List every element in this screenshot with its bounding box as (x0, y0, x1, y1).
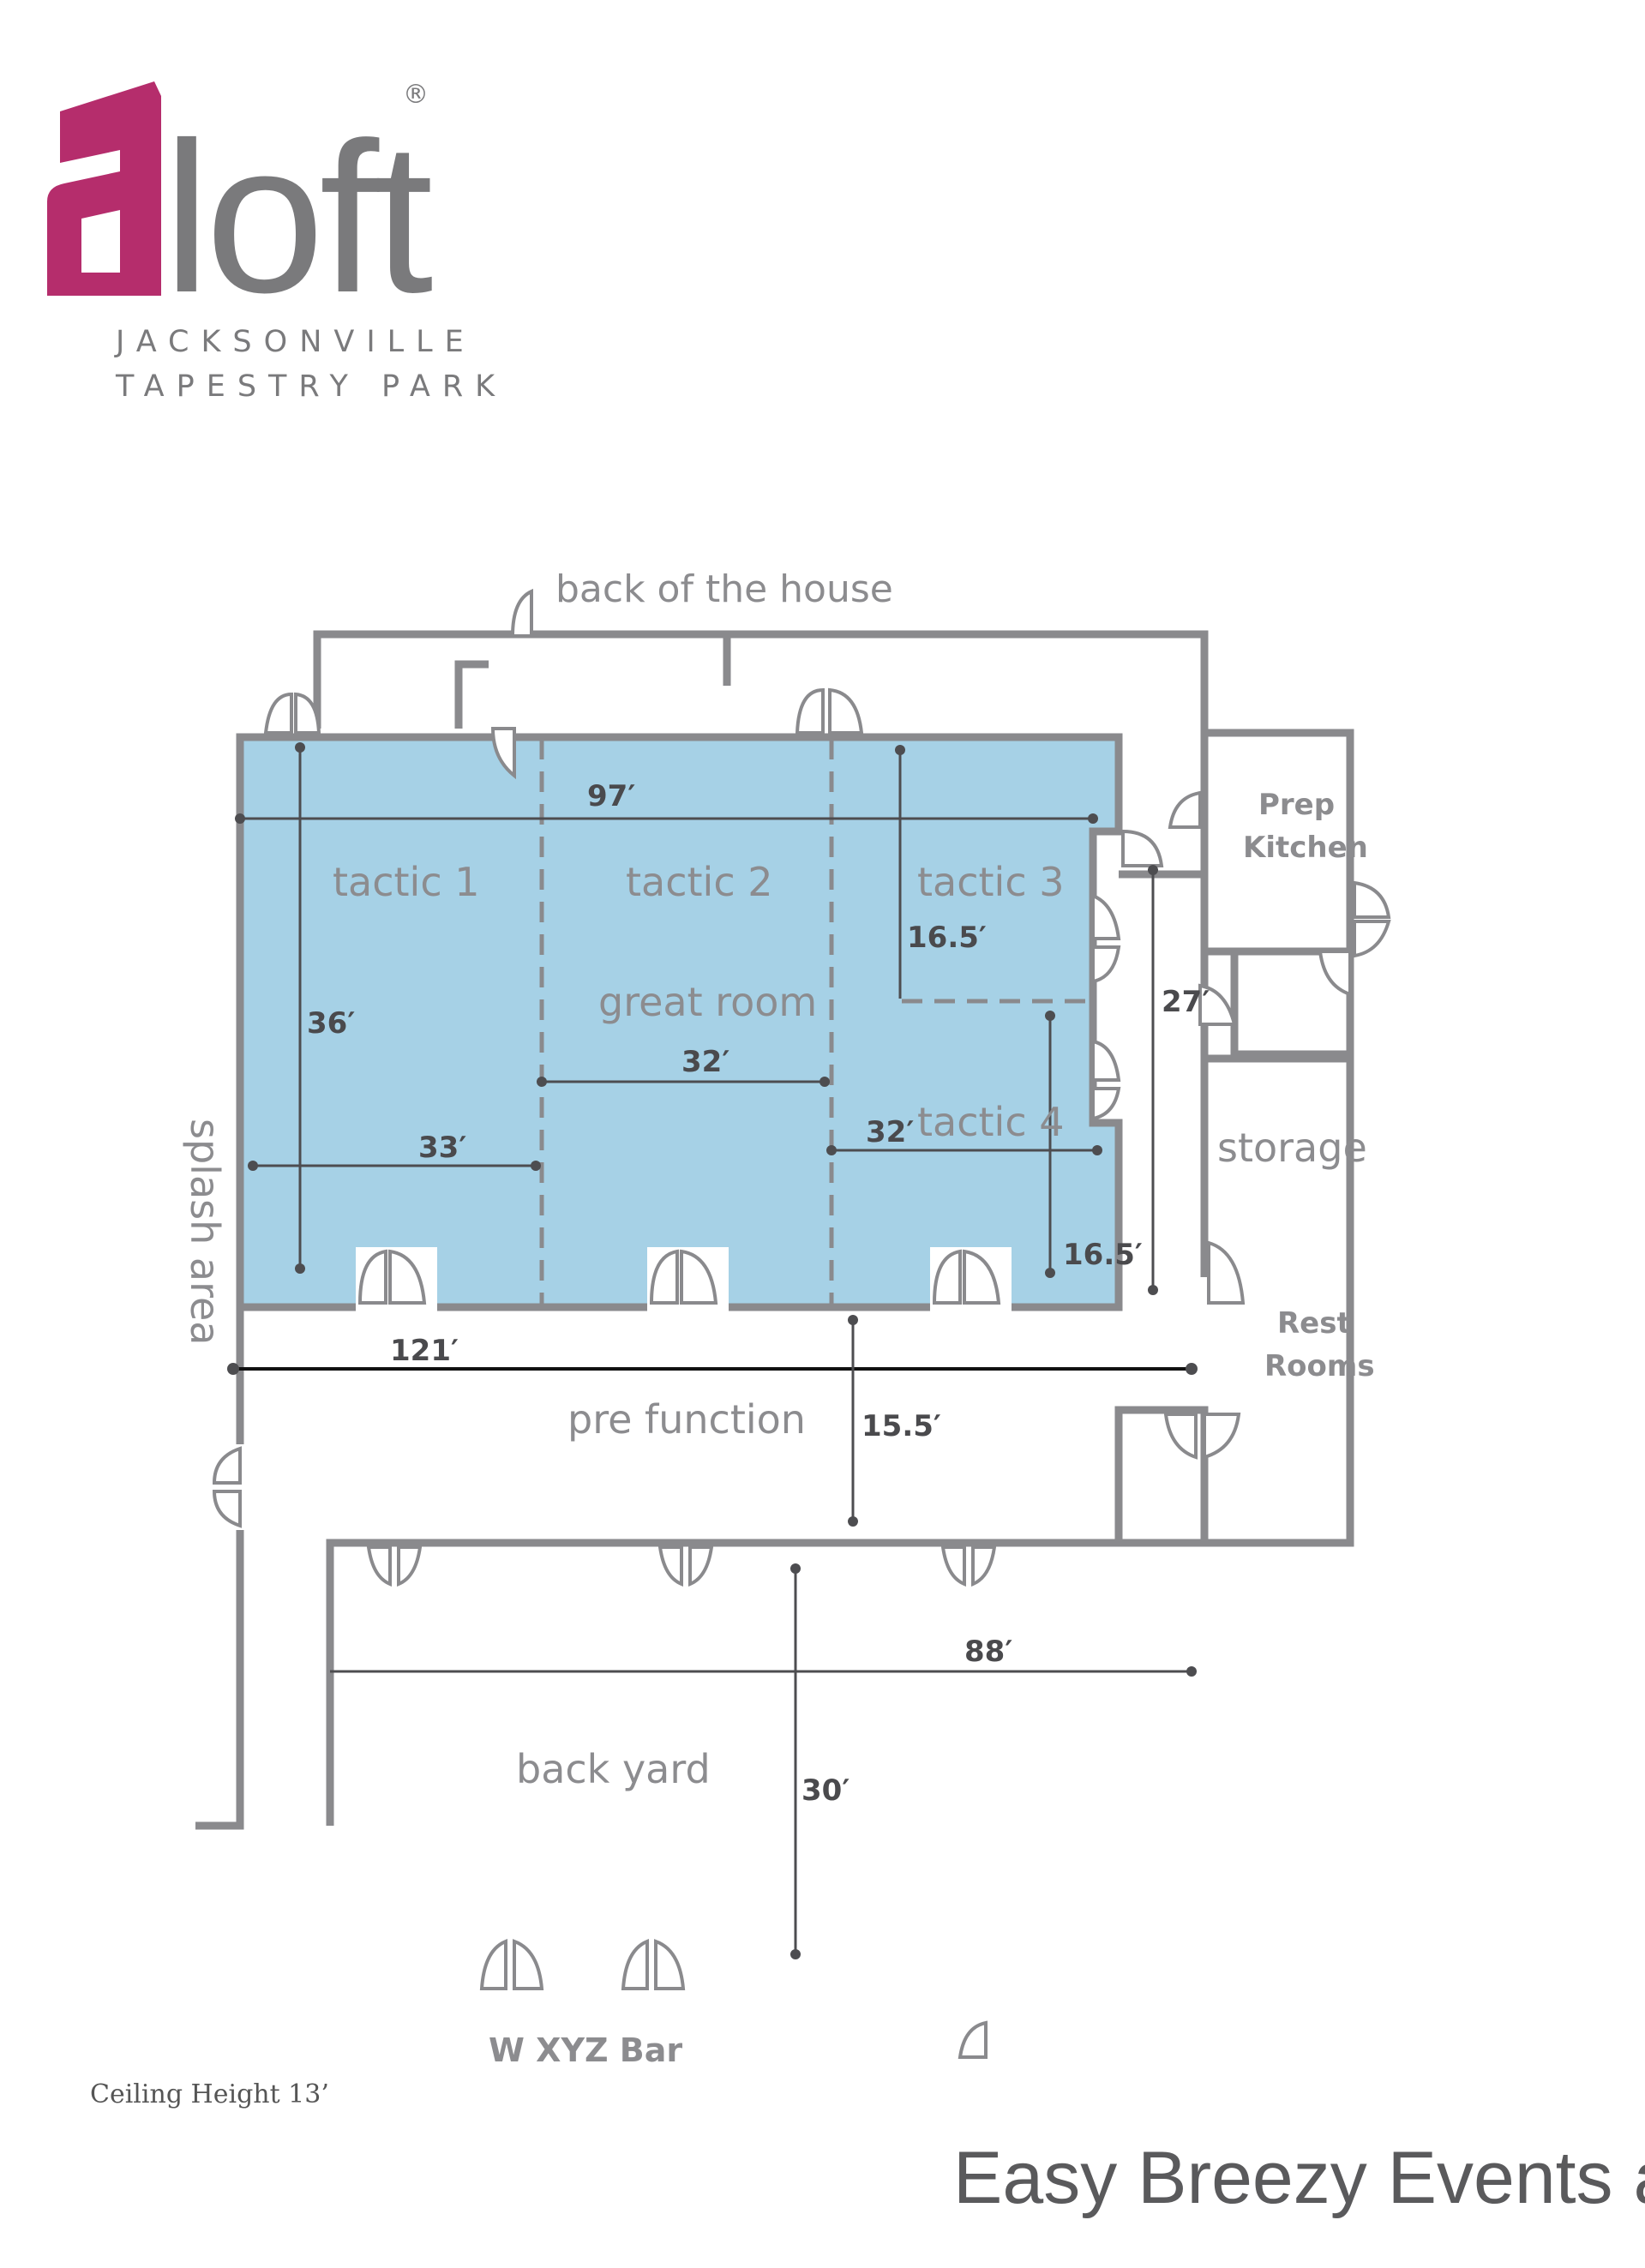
door-backyard-1 (366, 1545, 423, 1587)
tagline: Easy Breezy Events at aloft (953, 2137, 1645, 2219)
dim-dot (227, 1363, 239, 1375)
dim-16-5-tactic4: 16.5′ (1063, 1238, 1143, 1272)
door-backyard-2 (657, 1545, 714, 1587)
wall-back-of-house (313, 630, 1209, 746)
dim-121: 121′ (390, 1334, 459, 1368)
aloft-logo: aloft loft ® JACKSONVILLE TAPESTRY PARK (47, 80, 507, 404)
door-boh-top (510, 588, 533, 638)
door-kitchen-back (1318, 950, 1352, 997)
registered-mark: ® (403, 80, 429, 110)
wall-boh-closet (454, 660, 489, 729)
label-restrooms-1: Rest (1277, 1306, 1351, 1341)
dim-dot (295, 1263, 305, 1274)
door-bar-1 (479, 1939, 544, 1990)
door-tactic2-out (649, 1249, 718, 1305)
dim-dot (1148, 1285, 1158, 1295)
label-storage: storage (1217, 1125, 1367, 1171)
dim-dot (1088, 813, 1098, 824)
logo-subtitle-city: JACKSONVILLE (114, 325, 476, 359)
ceiling-height-note: Ceiling Height 13’ (90, 2079, 329, 2109)
dim-36: 36′ (307, 1006, 355, 1041)
dim-dot (248, 1161, 258, 1171)
label-pre-function: pre function (567, 1396, 806, 1443)
dim-dot (235, 813, 245, 824)
dim-dot (790, 1949, 801, 1959)
dim-dot (848, 1315, 858, 1325)
dim-32-tactic4: 32′ (866, 1115, 914, 1149)
label-tactic-2: tactic 2 (626, 859, 773, 905)
dim-dot (1045, 1011, 1055, 1021)
dim-dot (531, 1161, 541, 1171)
dim-dot (848, 1516, 858, 1527)
door-corridor-top (1121, 829, 1164, 867)
label-prep-kitchen-2: Kitchen (1243, 831, 1368, 865)
door-tactic3-side (1091, 893, 1121, 984)
dim-dot (537, 1077, 547, 1087)
wall-prep-kitchen (1204, 729, 1354, 1059)
dim-15-5: 15.5′ (862, 1409, 941, 1443)
door-boh-right (795, 687, 864, 735)
label-back-of-house: back of the house (555, 567, 893, 611)
logo-subtitle-location: TAPESTRY PARK (115, 369, 507, 404)
door-boh-left (263, 692, 321, 735)
label-back-yard: back yard (516, 1746, 711, 1792)
label-prep-kitchen-1: Prep (1258, 788, 1335, 822)
label-bar: W XYZ Bar (489, 2031, 682, 2069)
logo-loft-letters: loft (163, 98, 432, 337)
dim-32-tactic2: 32′ (681, 1045, 729, 1079)
dim-dot (1186, 1666, 1197, 1677)
walls (195, 630, 1354, 1830)
dim-dot (1045, 1268, 1055, 1278)
wall-great-room (236, 733, 1123, 1311)
door-boh-mid (490, 727, 516, 780)
logo-a-mark (47, 81, 161, 296)
door-prep-kitchen (1168, 790, 1202, 829)
dim-dot (1092, 1145, 1102, 1155)
door-bar-2 (621, 1939, 686, 1990)
dim-16-5-tactic3: 16.5′ (907, 921, 987, 955)
dim-33: 33′ (418, 1131, 466, 1165)
label-restrooms-2: Rooms (1264, 1349, 1375, 1383)
door-tactic4-out (932, 1249, 1001, 1305)
dimension-lines (227, 742, 1198, 1959)
dim-27: 27′ (1162, 985, 1210, 1019)
dim-dot (819, 1077, 830, 1087)
doors (212, 588, 1391, 2059)
label-tactic-3: tactic 3 (917, 859, 1065, 905)
area-labels: back of the house tactic 1 tactic 2 tact… (182, 567, 1375, 2069)
door-restrooms (1207, 1240, 1246, 1305)
door-restrooms-low (1163, 1413, 1241, 1460)
door-backyard-3 (940, 1545, 997, 1587)
label-tactic-4: tactic 4 (917, 1099, 1065, 1145)
dim-dot (895, 745, 905, 755)
door-splash (212, 1446, 242, 1528)
dim-88: 88′ (964, 1635, 1012, 1669)
dim-dot (826, 1145, 837, 1155)
wall-splash-left (195, 1530, 244, 1830)
dim-dot (295, 742, 305, 753)
label-tactic-1: tactic 1 (333, 859, 480, 905)
dim-dot (790, 1563, 801, 1574)
dimension-labels: 97′ 36′ 33′ 32′ 32′ 16.5′ 16.5′ 27′ 121′… (307, 779, 1210, 1808)
door-corridor-mid (1198, 983, 1237, 1026)
label-splash-area: splash area (182, 1119, 228, 1345)
door-backyard-bottom (958, 2020, 988, 2059)
dim-dot (1148, 865, 1158, 875)
dim-30: 30′ (801, 1773, 850, 1808)
wall-backyard (326, 1539, 1119, 1826)
label-great-room: great room (598, 979, 817, 1025)
door-tactic1-out (357, 1249, 427, 1305)
dim-dot (1186, 1363, 1198, 1375)
door-tactic4-side (1091, 1039, 1121, 1121)
door-kitchen-right (1353, 880, 1391, 958)
dim-97: 97′ (587, 779, 635, 813)
